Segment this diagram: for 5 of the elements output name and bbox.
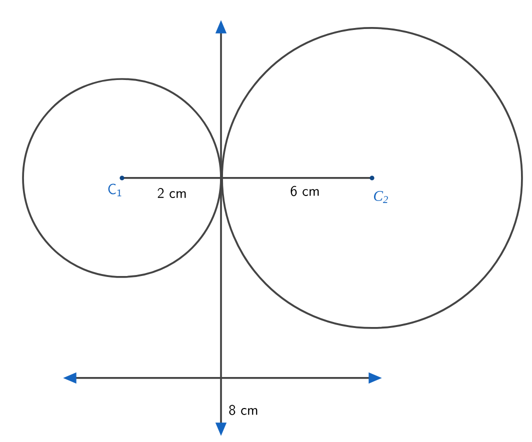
length-label: 6 cm bbox=[290, 186, 319, 196]
length-label: 2 cm bbox=[158, 188, 186, 198]
length-label: 8 cm bbox=[229, 404, 258, 416]
point-label: C$_{1}$ bbox=[108, 184, 122, 196]
point-label: C$_{2}$ bbox=[374, 191, 388, 203]
